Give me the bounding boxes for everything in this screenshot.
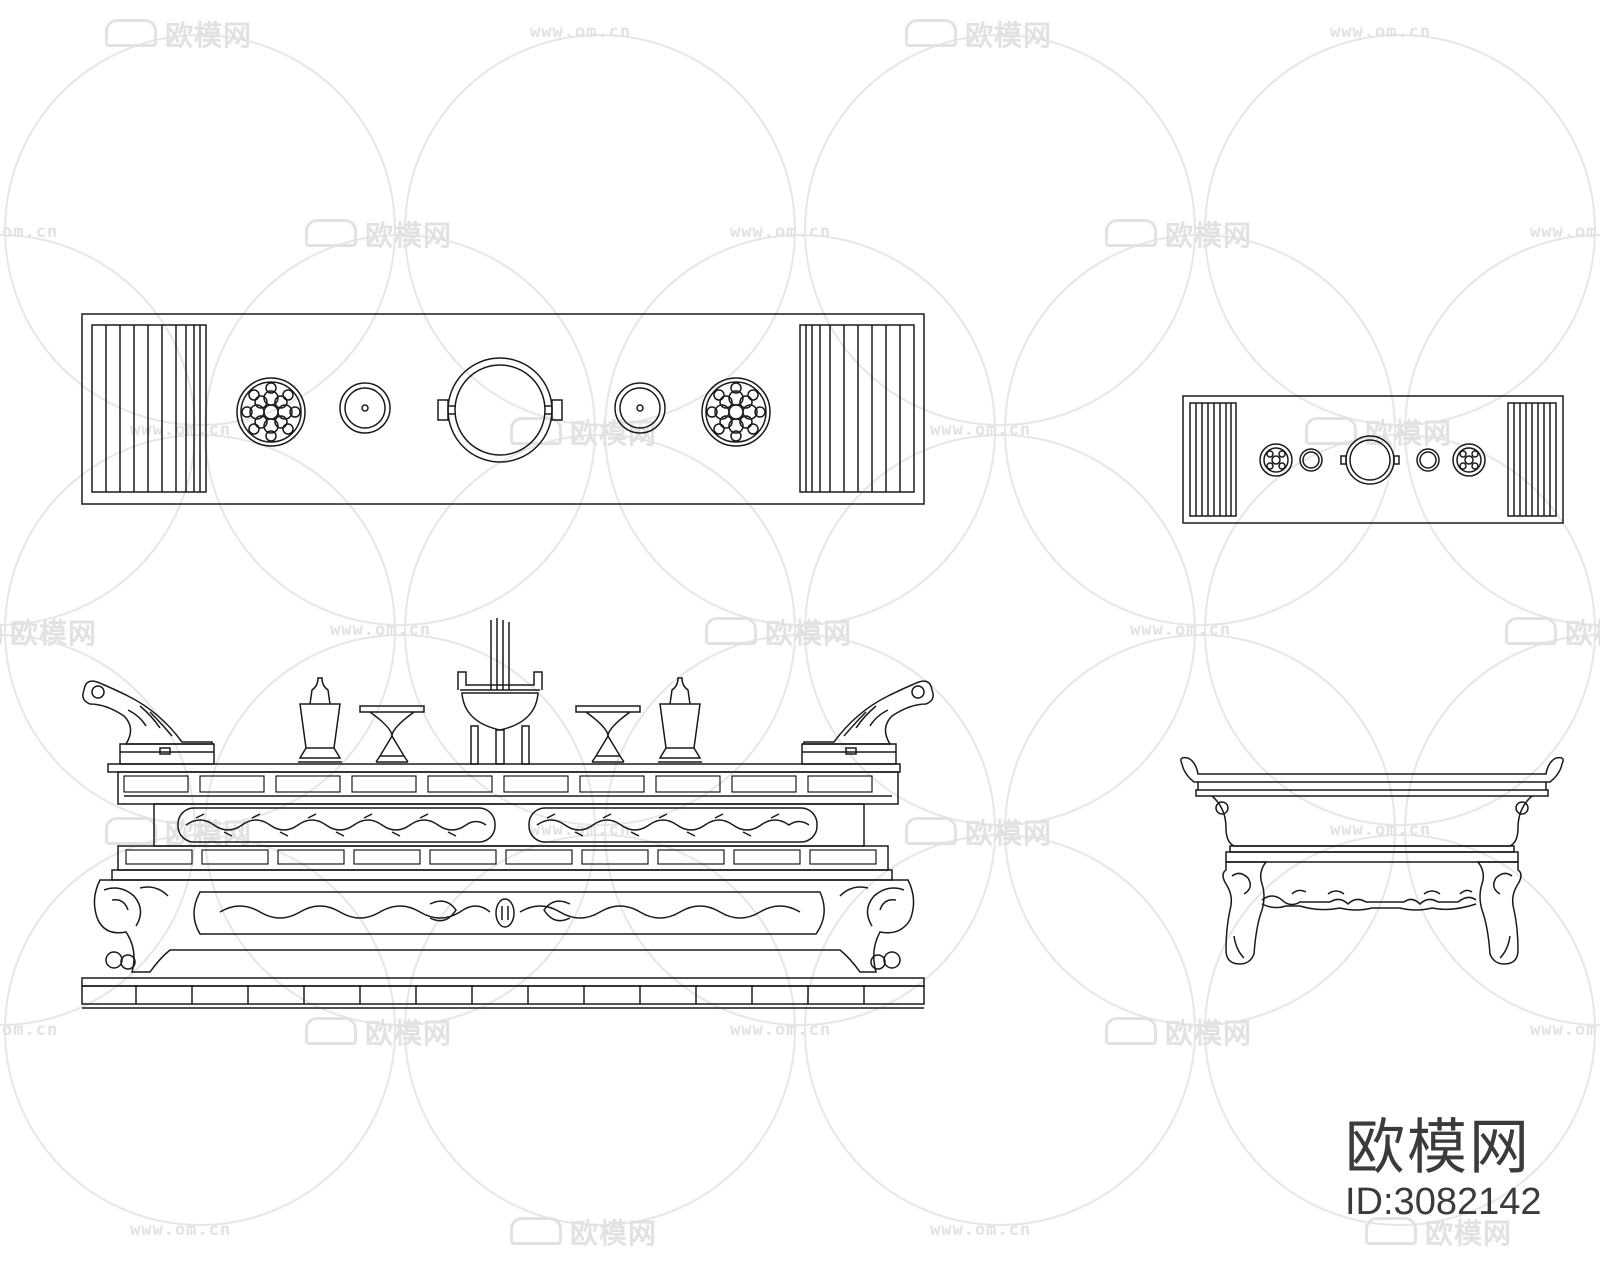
- watermark-cn: 欧模网: [0, 612, 97, 652]
- candle-cup-left: [339, 382, 391, 434]
- watermark-url: www.om.cn: [530, 22, 632, 42]
- scroll-end-right: [801, 680, 934, 765]
- brand-title: 欧模网: [1345, 1113, 1531, 1183]
- watermark-cn: 欧模网: [905, 14, 1052, 54]
- candle-stand-right: [575, 705, 641, 763]
- watermark-cn: 欧模网: [105, 14, 252, 54]
- watermark-url: www.om.cn: [930, 420, 1032, 440]
- altar-side-plan: [1182, 395, 1564, 524]
- censer-elevation: [457, 671, 543, 765]
- watermark-url: www.om.cn: [730, 222, 832, 242]
- carved-panel-left: [177, 807, 496, 843]
- watermark-cn: 欧模网: [1105, 214, 1252, 254]
- watermark-url: www.om.cn: [1530, 222, 1600, 242]
- altar-side-elevation: [1180, 756, 1564, 965]
- watermark-url: www.om.cn: [130, 420, 232, 440]
- brand-stamp: 欧模网 ID:3082142: [1345, 1115, 1575, 1223]
- watermark-cn: 欧模网: [1305, 412, 1452, 452]
- watermark-cn: 欧模网: [705, 612, 852, 652]
- vase-left: [298, 677, 342, 763]
- watermark-url: om.cn: [2, 1020, 59, 1040]
- watermark-url: www.om.cn: [1330, 820, 1432, 840]
- watermark-cn: 欧模网: [305, 214, 452, 254]
- small-censer: [1340, 435, 1400, 485]
- vase-right: [658, 677, 702, 763]
- watermark-cn: 欧模网: [305, 1012, 452, 1052]
- watermark-url: www.om.cn: [1330, 22, 1432, 42]
- carved-panel-right: [528, 807, 818, 843]
- slatted-panel-right: [799, 324, 915, 493]
- watermark-cn: 欧模网: [1505, 612, 1600, 652]
- scroll-end-left: [82, 680, 215, 765]
- lotus-rosette-left: [236, 377, 306, 447]
- watermark-url: www.om.cn: [330, 620, 432, 640]
- slatted-panel-left: [91, 324, 207, 493]
- watermark-url: www.om.cn: [930, 1220, 1032, 1240]
- watermark-url: www.om.cn: [730, 1020, 832, 1040]
- watermark-url: www.om.cn: [1130, 620, 1232, 640]
- watermark-url: om.cn: [2, 222, 59, 242]
- leg-carving-left: [103, 886, 169, 970]
- watermark-cn: 欧模网: [510, 1212, 657, 1252]
- watermark-cn: 欧模网: [1365, 1212, 1512, 1252]
- watermark-url: www.om.cn: [130, 1220, 232, 1240]
- model-id-label: ID:3082142: [1345, 1181, 1542, 1223]
- watermark-url: www.om.cn: [1530, 1020, 1600, 1040]
- altar-top-plan: [81, 313, 925, 505]
- small-rosette-left: [1259, 443, 1293, 477]
- candle-cup-right: [614, 382, 666, 434]
- watermark-cn: 欧模网: [1105, 1012, 1252, 1052]
- small-rosette-right: [1452, 443, 1486, 477]
- carved-base-relief: [219, 898, 801, 928]
- leg-carving-right: [839, 886, 905, 970]
- lotus-rosette-right: [701, 377, 771, 447]
- censer-plan: [437, 357, 563, 463]
- candle-stand-left: [359, 705, 425, 763]
- altar-front-elevation: [81, 618, 934, 1009]
- watermark-cn: 欧模网: [905, 812, 1052, 852]
